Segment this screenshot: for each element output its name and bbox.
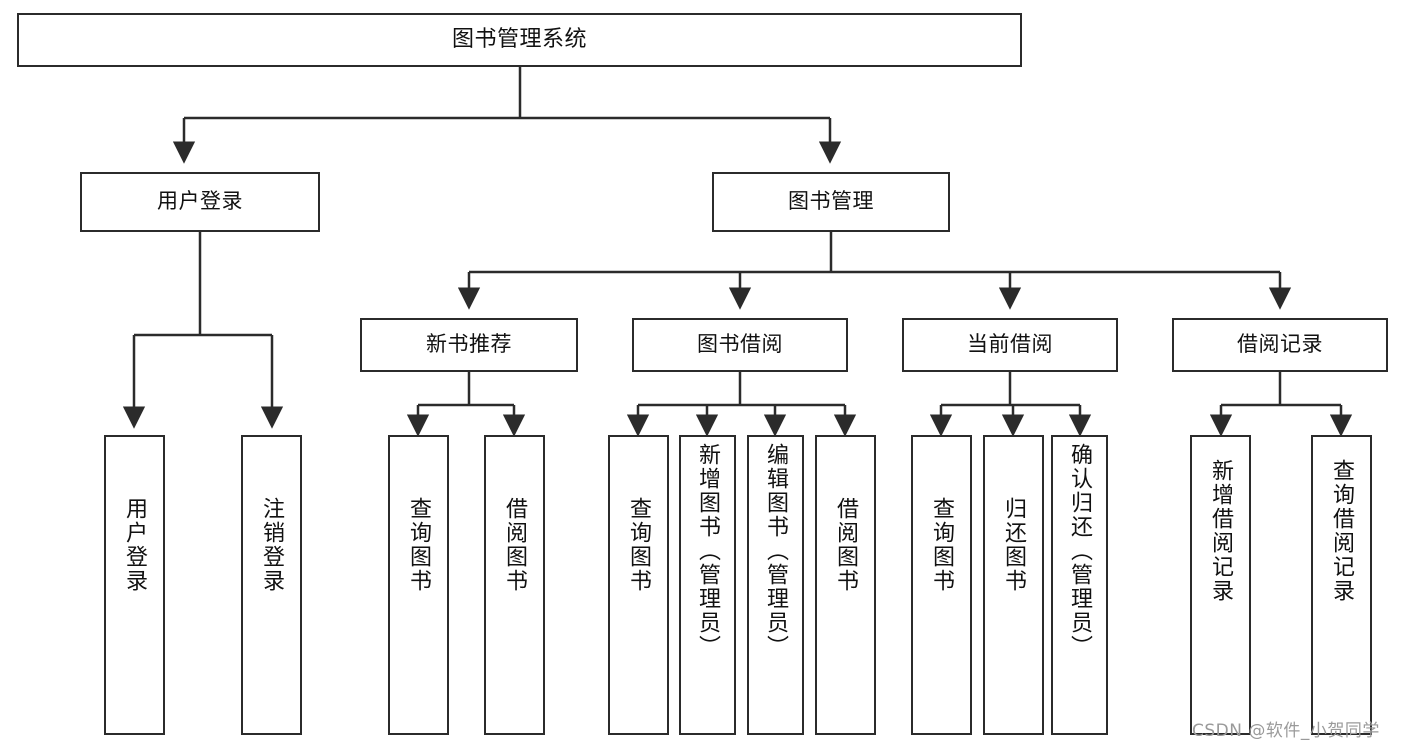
node-label: 编辑图书（管理员） <box>763 443 789 659</box>
node-label: 新增借阅记录 <box>1208 459 1234 603</box>
node-label: 查询图书 <box>929 497 955 593</box>
leaf-borrow-record-add-record[interactable]: 新增借阅记录 <box>1190 435 1251 735</box>
node-label: 图书管理 <box>788 189 874 214</box>
leaf-current-borrow-query-book[interactable]: 查询图书 <box>911 435 972 735</box>
leaf-book-borrow-query-book[interactable]: 查询图书 <box>608 435 669 735</box>
leaf-book-borrow-borrow-book[interactable]: 借阅图书 <box>815 435 876 735</box>
node-label: 新增图书（管理员） <box>695 443 721 659</box>
node-label: 图书借阅 <box>697 332 783 357</box>
node-label: 借阅图书 <box>502 497 528 593</box>
node-label: 查询图书 <box>626 497 652 593</box>
leaf-book-borrow-add-book-admin[interactable]: 新增图书（管理员） <box>679 435 736 735</box>
csdn-watermark: CSDN @软件_小贺同学 <box>1192 721 1380 741</box>
node-user-login[interactable]: 用户登录 <box>80 172 320 232</box>
node-label: 注销登录 <box>259 497 285 593</box>
node-label: 归还图书 <box>1001 497 1027 593</box>
leaf-user-login-logout[interactable]: 注销登录 <box>241 435 302 735</box>
node-borrow-record[interactable]: 借阅记录 <box>1172 318 1388 372</box>
node-new-book-recommend[interactable]: 新书推荐 <box>360 318 578 372</box>
node-label: 借阅记录 <box>1237 332 1323 357</box>
node-label: 确认归还（管理员） <box>1067 443 1093 659</box>
node-current-borrow[interactable]: 当前借阅 <box>902 318 1118 372</box>
node-label: 查询图书 <box>406 497 432 593</box>
leaf-user-login-login[interactable]: 用户登录 <box>104 435 165 735</box>
leaf-current-borrow-confirm-return-admin[interactable]: 确认归还（管理员） <box>1051 435 1108 735</box>
node-label: 借阅图书 <box>833 497 859 593</box>
node-label: 当前借阅 <box>967 332 1053 357</box>
node-label: 新书推荐 <box>426 332 512 357</box>
leaf-new-book-borrow-book[interactable]: 借阅图书 <box>484 435 545 735</box>
node-label: 查询借阅记录 <box>1329 459 1355 603</box>
node-label: 用户登录 <box>122 497 148 593</box>
node-label: 用户登录 <box>157 189 243 214</box>
leaf-book-borrow-edit-book-admin[interactable]: 编辑图书（管理员） <box>747 435 804 735</box>
node-book-management[interactable]: 图书管理 <box>712 172 950 232</box>
node-root-book-management-system[interactable]: 图书管理系统 <box>17 13 1022 67</box>
leaf-current-borrow-return-book[interactable]: 归还图书 <box>983 435 1044 735</box>
node-label: 图书管理系统 <box>451 26 587 52</box>
leaf-new-book-query-book[interactable]: 查询图书 <box>388 435 449 735</box>
node-book-borrow[interactable]: 图书借阅 <box>632 318 848 372</box>
leaf-borrow-record-query-record[interactable]: 查询借阅记录 <box>1311 435 1372 735</box>
